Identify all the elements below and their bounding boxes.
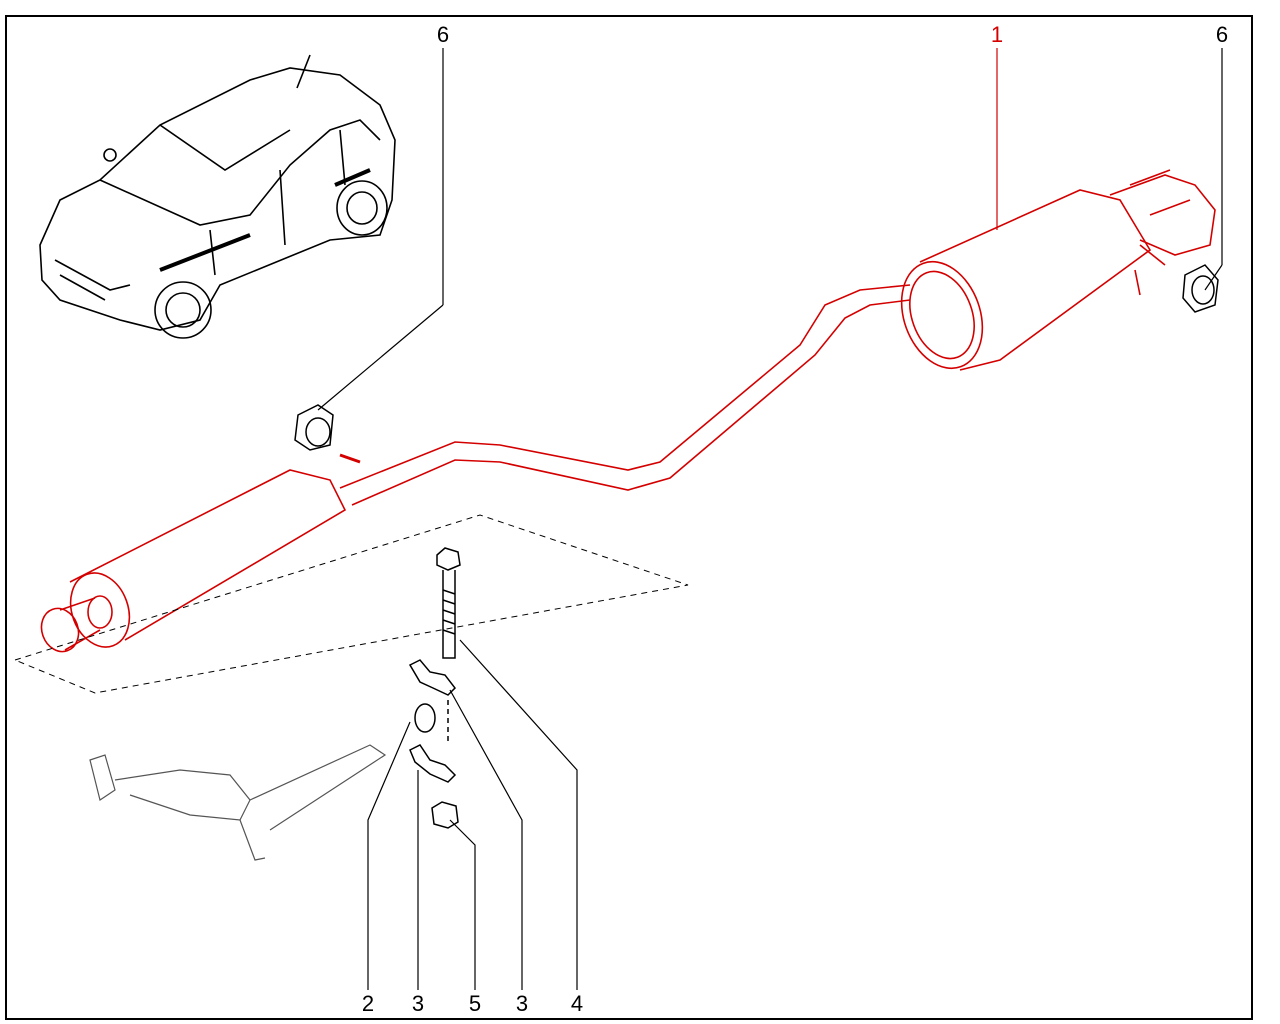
front-resonator bbox=[40, 469, 347, 653]
callout-6-right: 6 bbox=[1215, 22, 1229, 47]
catalytic-converter bbox=[89, 744, 387, 861]
rubber-mount-6-left bbox=[294, 404, 334, 451]
callout-1: 1 bbox=[990, 22, 1004, 47]
rubber-mount-6-right bbox=[1182, 264, 1219, 313]
nut-part-5 bbox=[431, 801, 459, 829]
callout-4: 4 bbox=[570, 991, 584, 1016]
callout-3-b: 3 bbox=[515, 991, 529, 1016]
callout-5: 5 bbox=[468, 991, 482, 1016]
callout-3-a: 3 bbox=[411, 991, 425, 1016]
mounting-plane bbox=[13, 514, 689, 694]
callout-2: 2 bbox=[361, 991, 375, 1016]
bolt-part-4 bbox=[436, 547, 461, 659]
clamp-parts-3 bbox=[408, 659, 457, 783]
gasket-part-2 bbox=[414, 703, 436, 733]
leader-lines bbox=[317, 48, 1223, 990]
callout-6-left: 6 bbox=[436, 22, 450, 47]
car-illustration bbox=[39, 54, 396, 339]
diagram-frame bbox=[5, 15, 1253, 1020]
exhaust-pipe bbox=[339, 284, 911, 506]
rear-muffler-part-1 bbox=[900, 169, 1216, 371]
